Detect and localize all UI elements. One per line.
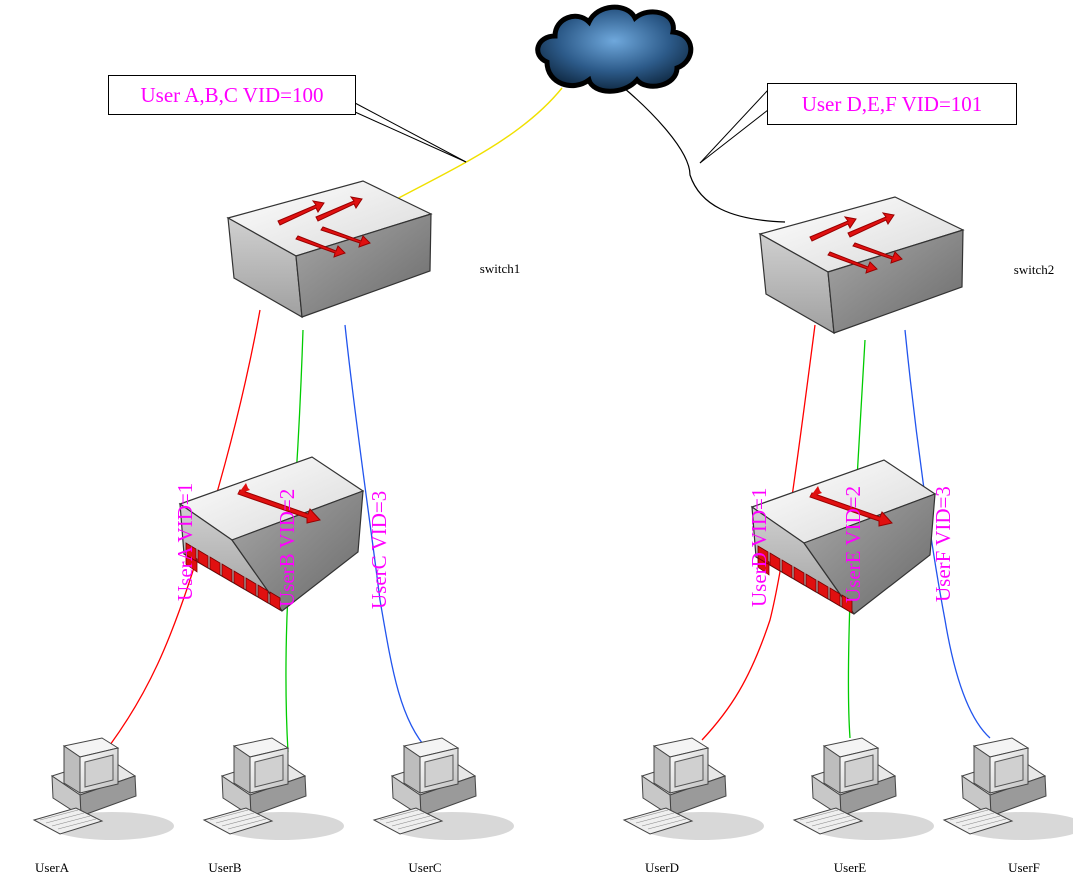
link-userf	[904, 329, 991, 739]
vlan-callout-left: User A,B,C VID=100	[108, 75, 356, 115]
hub-icon	[179, 456, 364, 612]
user-label: UserE	[833, 860, 867, 875]
access-label-usere: UserE VID=2	[841, 485, 865, 603]
user-label: UserB	[208, 860, 242, 875]
access-label-userd: UserD VID=1	[747, 487, 771, 607]
callout-pointer-left	[354, 102, 467, 163]
access-label-userf: UserF VID=3	[931, 486, 955, 602]
computer-icon	[793, 737, 935, 841]
switch2-label: switch2	[1013, 262, 1055, 277]
uplink-switch1	[379, 87, 563, 209]
switch-icon	[227, 180, 432, 318]
vlan-callout-right: User D,E,F VID=101	[767, 83, 1017, 125]
access-label-userb: UserB VID=2	[275, 488, 299, 607]
vlan-label-left: User A,B,C VID=100	[140, 82, 324, 107]
access-label-userc: UserC VID=3	[367, 490, 391, 609]
computer-icon	[623, 737, 765, 841]
hub-icon	[751, 459, 936, 615]
vlan-label-right: User D,E,F VID=101	[801, 91, 983, 116]
switch-icon	[759, 196, 964, 334]
access-label-usera: UserA VID=1	[173, 482, 197, 601]
user-label: UserF	[1008, 860, 1040, 875]
link-userd	[701, 324, 816, 741]
computer-icon	[943, 737, 1073, 841]
uplink-switch2	[623, 87, 786, 223]
switch1-label: switch1	[479, 261, 521, 276]
user-label: UserA	[35, 860, 69, 875]
link-usera	[109, 309, 261, 746]
computer-icon	[373, 737, 515, 841]
callout-pointer-right	[699, 89, 769, 164]
user-label: UserC	[408, 860, 442, 875]
link-userc	[344, 324, 429, 751]
computer-icon	[203, 737, 345, 841]
computer-icon	[33, 737, 175, 841]
user-label: UserD	[645, 860, 679, 875]
cloud-icon	[535, 4, 694, 94]
